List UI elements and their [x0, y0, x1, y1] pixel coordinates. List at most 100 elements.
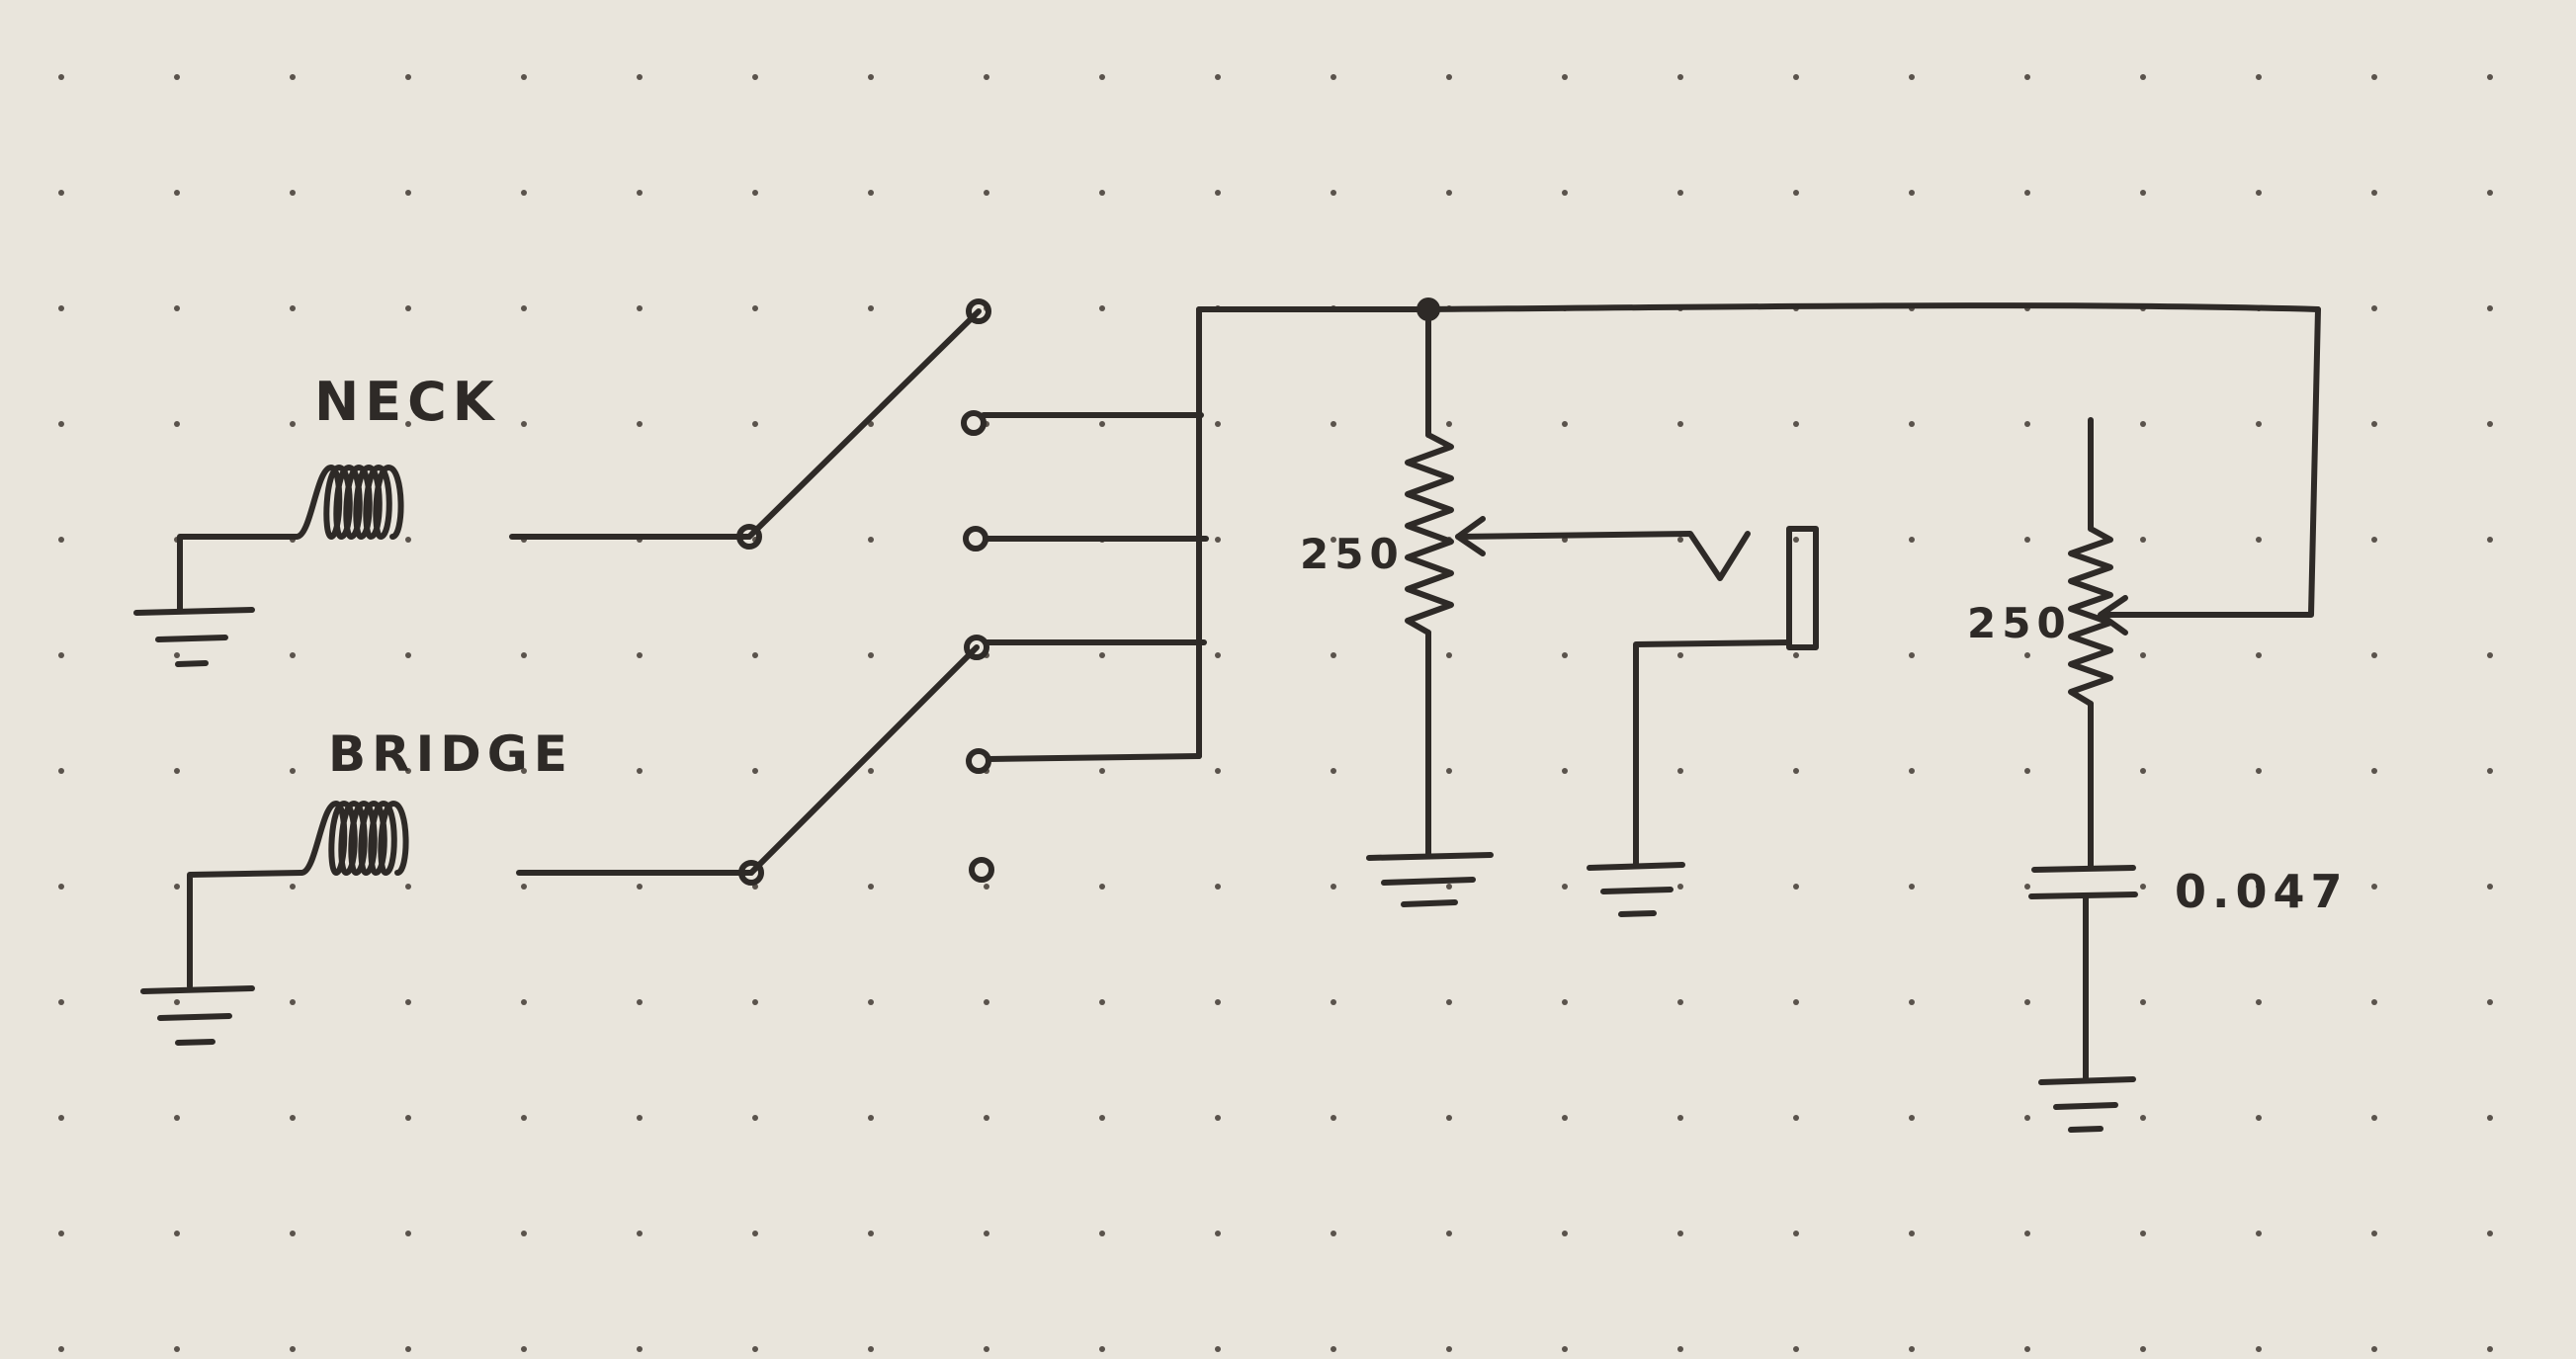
grid-dot: [1446, 1346, 1452, 1352]
grid-dot: [2256, 652, 2262, 658]
grid-dot: [521, 999, 527, 1005]
jack-ground-icon: [1587, 862, 1685, 917]
grid-dot: [1099, 421, 1105, 427]
grid-dot: [1099, 305, 1105, 311]
grid-dot: [1793, 652, 1799, 658]
grid-dot: [2487, 537, 2493, 543]
grid-dot: [1793, 74, 1799, 80]
grid-dot: [2024, 421, 2030, 427]
grid-dot: [174, 190, 180, 196]
grid-dot: [174, 1115, 180, 1121]
volume-wiper-arrow: [1455, 516, 1486, 556]
grid-dot: [290, 999, 296, 1005]
grid-dot: [2487, 305, 2493, 311]
grid-dot: [1331, 190, 1336, 196]
grid-dot: [2140, 74, 2146, 80]
neck-pole-contact: [736, 524, 762, 550]
neck-label: NECK: [314, 371, 500, 433]
grid-dot: [1446, 768, 1452, 774]
neck-coil: [294, 465, 404, 540]
grid-dot: [174, 652, 180, 658]
grid-dot: [2371, 1115, 2377, 1121]
grid-dot: [1909, 421, 1915, 427]
grid-dot: [405, 537, 411, 543]
grid-dot: [1562, 74, 1568, 80]
pickup-selector-switch: [736, 298, 1209, 886]
grid-dot: [2371, 421, 2377, 427]
grid-dot: [1909, 884, 1915, 890]
grid-dot: [521, 74, 527, 80]
grid-dot: [1677, 74, 1683, 80]
grid-dot: [1677, 1231, 1683, 1236]
grid-dot: [1215, 1346, 1221, 1352]
grid-dot: [1215, 1231, 1221, 1236]
grid-dot: [2256, 74, 2262, 80]
grid-dot: [1909, 1231, 1915, 1236]
grid-dot: [2140, 190, 2146, 196]
grid-dot: [984, 1346, 989, 1352]
grid-dot: [1909, 537, 1915, 543]
grid-dot: [1677, 768, 1683, 774]
grid-dot: [1099, 652, 1105, 658]
grid-dot: [1562, 1115, 1568, 1121]
grid-dot: [2024, 999, 2030, 1005]
grid-dot: [405, 1115, 411, 1121]
grid-dot: [290, 884, 296, 890]
grid-dot: [405, 421, 411, 427]
grid-dot: [1793, 1231, 1799, 1236]
grid-dot: [1793, 1115, 1799, 1121]
grid-dot: [752, 190, 758, 196]
volume-wiper: [1455, 531, 1751, 581]
grid-dot: [1677, 421, 1683, 427]
grid-dot: [2024, 768, 2030, 774]
grid-dot: [174, 999, 180, 1005]
grid-dot: [290, 1115, 296, 1121]
grid-dot: [58, 1231, 64, 1236]
grid-dot: [405, 768, 411, 774]
grid-dot: [58, 305, 64, 311]
grid-dot: [1215, 999, 1221, 1005]
grid-dot: [2256, 537, 2262, 543]
grid-dot: [752, 305, 758, 311]
grid-dot: [752, 652, 758, 658]
volume-pot: 250: [1300, 306, 1751, 907]
grid-dot: [2024, 1346, 2030, 1352]
grid-dot: [2487, 190, 2493, 196]
volume-pot-value: 250: [1300, 530, 1405, 578]
grid-dot: [2140, 768, 2146, 774]
grid-dot: [1677, 190, 1683, 196]
switch-contact-2: [961, 410, 987, 436]
grid-dot: [405, 1231, 411, 1236]
grid-dot: [521, 1346, 527, 1352]
grid-dot: [2140, 1115, 2146, 1121]
grid-dot: [1099, 190, 1105, 196]
grid-dot: [2371, 1346, 2377, 1352]
grid-dot: [637, 768, 643, 774]
volume-ground-icon: [1366, 852, 1494, 907]
grid-dot: [984, 999, 989, 1005]
grid-dot: [984, 1115, 989, 1121]
grid-dot: [1099, 1346, 1105, 1352]
grid-dot: [58, 768, 64, 774]
grid-dot: [1446, 652, 1452, 658]
grid-dot: [868, 652, 874, 658]
grid-dot: [2256, 1346, 2262, 1352]
bus-right-drop: [2103, 306, 2321, 618]
grid-dot: [2487, 1346, 2493, 1352]
grid-dot: [2487, 74, 2493, 80]
grid-dot: [1331, 421, 1336, 427]
switch-contact-6: [969, 857, 994, 883]
grid-dot: [1215, 1115, 1221, 1121]
grid-dot: [2140, 884, 2146, 890]
grid-dot: [868, 884, 874, 890]
grid-dot: [2487, 421, 2493, 427]
tone-ground-icon: [2038, 1076, 2136, 1133]
tone-circuit: 250 0.047: [1967, 417, 2343, 1133]
grid-dot: [984, 74, 989, 80]
neck-switch-blade: [746, 308, 982, 540]
grid-dot: [1677, 1346, 1683, 1352]
grid-dot: [521, 1231, 527, 1236]
grid-dot: [637, 884, 643, 890]
